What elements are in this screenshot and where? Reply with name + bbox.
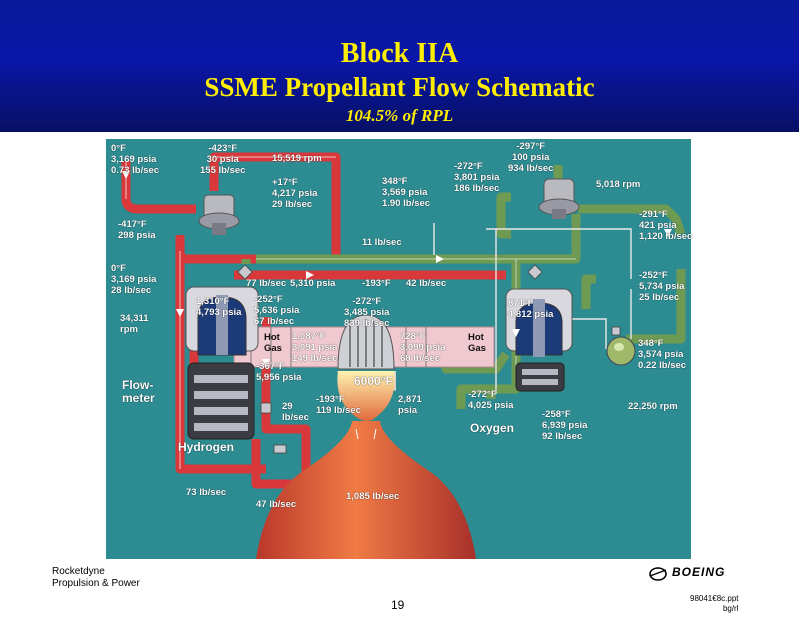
lpft-inlet-label: +17°F 4,217 psia 29 lb/sec <box>272 177 318 210</box>
flow-42-label: 42 lb/sec <box>406 278 447 289</box>
hot-gas-ox-label: 728°F 3,099 psia 68 lb/sec <box>400 331 446 364</box>
nozzle <box>256 421 476 559</box>
combustion-chamber <box>337 371 395 421</box>
fuel-inlet-label: 0°F 3,169 psia 0.73 lb/sec <box>111 143 160 176</box>
heat-exchanger-label: 348°F 3,574 psia 0.22 lb/sec <box>638 338 687 371</box>
fuel-preburner-inlet-label: -252°F 5,636 psia 67 lb/sec <box>254 294 300 327</box>
gox-line-label: 348°F 3,569 psia 1.90 lb/sec <box>382 176 431 209</box>
ox-preburner-label: 871°F 4,812 psia <box>508 298 554 320</box>
flow-73-label: 73 lb/sec <box>186 487 227 498</box>
hpop-speed-label: 22,250 rpm <box>628 401 678 412</box>
hot-gas-fuel-label: 1,087°F 3,091 psia 149 lb/sec <box>292 331 338 364</box>
schematic-drawing <box>106 139 691 559</box>
heat-exchanger <box>606 336 636 366</box>
lox-inlet-label: -297°F 100 psia 934 lb/sec <box>508 141 554 174</box>
hpop-boost-label: -258°F 6,939 psia 92 lb/sec <box>542 409 588 442</box>
high-pressure-oxidizer-turbopump <box>505 288 573 392</box>
low-pressure-fuel-pump <box>198 194 240 235</box>
hydrogen-highlights <box>125 156 336 469</box>
lpop-speed-label: 5,018 rpm <box>596 179 641 190</box>
hot-gas-left-label: Hot Gas <box>264 332 282 354</box>
oxygen-label: Oxygen <box>470 421 515 435</box>
flow-schematic: 0°F 3,169 psia 0.73 lb/sec -423°F 30 psi… <box>106 139 693 559</box>
nozzle-coolant-label: -193°F 119 lb/sec <box>316 394 361 416</box>
fuel-return-label: 0°F 3,169 psia 28 lb/sec <box>111 263 157 296</box>
temp-193-label: -193°F <box>362 278 391 289</box>
flow-77-label: 77 lb/sec <box>246 278 287 289</box>
nozzle-flow-label: 1,085 lb/sec <box>346 491 400 502</box>
hot-gas-right-label: Hot Gas <box>468 332 486 354</box>
hydrogen-label: Hydrogen <box>178 440 235 454</box>
valves <box>237 264 621 454</box>
lpfp-discharge-label: -423°F 30 psia 155 lb/sec <box>200 143 246 176</box>
file-reference: 98041€8c.ppt bg/rl <box>690 594 739 613</box>
chamber-psia-label: 2,871 psia <box>398 394 422 416</box>
boeing-logo-icon <box>649 567 667 581</box>
high-pressure-fuel-turbopump <box>185 286 259 440</box>
main-injector <box>337 314 395 370</box>
ox-preburner-inlet-label: -252°F 5,734 psia 25 lb/sec <box>639 270 685 303</box>
company-name: Rocketdyne Propulsion & Power <box>52 566 140 589</box>
fuel-preburner-label: 1,310°F 4,793 psia <box>196 296 242 318</box>
page-number: 19 <box>391 598 405 612</box>
low-pressure-oxidizer-pump <box>538 178 580 219</box>
flow-47-label: 47 lb/sec <box>256 499 297 510</box>
hpfp-discharge-label: -367°F 5,956 psia <box>256 361 302 383</box>
title-line-2: SSME Propellant Flow Schematic <box>204 72 595 102</box>
main-injector-label: -272°F 3,485 psia 839 lb/sec <box>344 296 390 329</box>
flowmeter-label: Flow- meter <box>122 378 155 405</box>
hpfp-speed-label: 34,311 rpm <box>120 313 149 335</box>
hpop-discharge-label: -272°F 4,025 psia <box>468 389 514 411</box>
flow-11-label: 11 lb/sec <box>362 237 402 248</box>
lpop-discharge-label: -272°F 3,801 psia 186 lb/sec <box>454 161 500 194</box>
header-banner: Block IIA SSME Propellant Flow Schematic… <box>0 0 799 132</box>
flow-29-label: 29 lb/sec <box>282 401 309 423</box>
boeing-logo-text: BOEING <box>672 565 726 579</box>
lox-return-label: -291°F 421 psia 1,120 lb/sec <box>639 209 693 242</box>
lpfp-speed-label: 15,519 rpm <box>272 153 322 164</box>
chamber-temp-label: 6000°F <box>354 374 393 388</box>
psia-5310-label: 5,310 psia <box>290 278 336 289</box>
h2-line-label: -417°F 298 psia <box>118 219 156 241</box>
flow-arrows <box>122 171 672 367</box>
title-line-1: Block IIA <box>340 38 459 69</box>
subtitle: 104.5% of RPL <box>345 106 454 125</box>
